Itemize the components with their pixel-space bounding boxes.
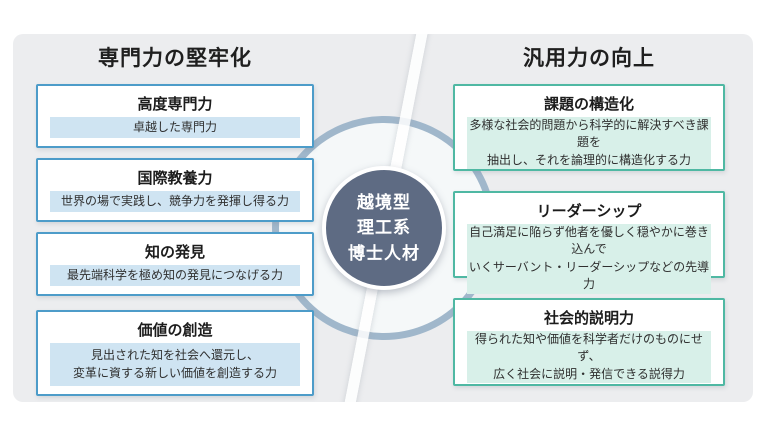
skill-box-title: 社会的説明力 xyxy=(543,309,634,327)
skill-box-description: 得られた知や価値を科学者だけのものにせず、 広く社会に説明・発信できる説得力 xyxy=(467,331,711,384)
skill-box-description: 最先端科学を極め知の発見につなげる力 xyxy=(50,265,300,286)
skill-box-problem-structuring: 課題の構造化 多様な社会的問題から科学的に解決すべき課題を 抽出し、それを論理的… xyxy=(453,84,725,171)
skill-box-title: 国際教養力 xyxy=(137,169,213,187)
right-panel-title: 汎用力の向上 xyxy=(523,47,655,70)
skill-box-international-literacy: 国際教養力 世界の場で実践し、競争力を発揮し得る力 xyxy=(36,158,314,222)
skill-box-title: 価値の創造 xyxy=(137,321,213,339)
left-panel-title: 専門力の堅牢化 xyxy=(98,47,252,70)
skill-box-value-creation: 価値の創造 見出された知を社会へ還元し、 変革に資する新しい価値を創造する力 xyxy=(36,310,314,396)
skill-box-title: リーダーシップ xyxy=(536,202,642,220)
skill-box-title: 高度専門力 xyxy=(137,95,213,113)
skill-box-title: 知の発見 xyxy=(144,243,205,261)
skill-box-description: 多様な社会的問題から科学的に解決すべき課題を 抽出し、それを論理的に構造化する力 xyxy=(467,117,711,170)
skill-box-knowledge-discovery: 知の発見 最先端科学を極め知の発見につなげる力 xyxy=(36,232,314,296)
skill-box-advanced-expertise: 高度専門力 卓越した専門力 xyxy=(36,84,314,148)
skill-box-social-explanation: 社会的説明力 得られた知や価値を科学者だけのものにせず、 広く社会に説明・発信で… xyxy=(453,298,725,386)
skill-box-description: 世界の場で実践し、競争力を発揮し得る力 xyxy=(50,191,300,212)
skill-box-title: 課題の構造化 xyxy=(543,95,634,113)
skill-box-description: 自己満足に陥らず他者を優しく穏やかに巻き込んで いくサーバント・リーダーシップな… xyxy=(467,224,711,294)
skill-box-leadership: リーダーシップ 自己満足に陥らず他者を優しく穏やかに巻き込んで いくサーバント・… xyxy=(453,191,725,294)
center-circle-label: 越境型 理工系 博士人材 xyxy=(322,166,446,290)
skill-box-description: 卓越した専門力 xyxy=(50,117,300,138)
skill-box-description: 見出された知を社会へ還元し、 変革に資する新しい価値を創造する力 xyxy=(50,343,300,386)
